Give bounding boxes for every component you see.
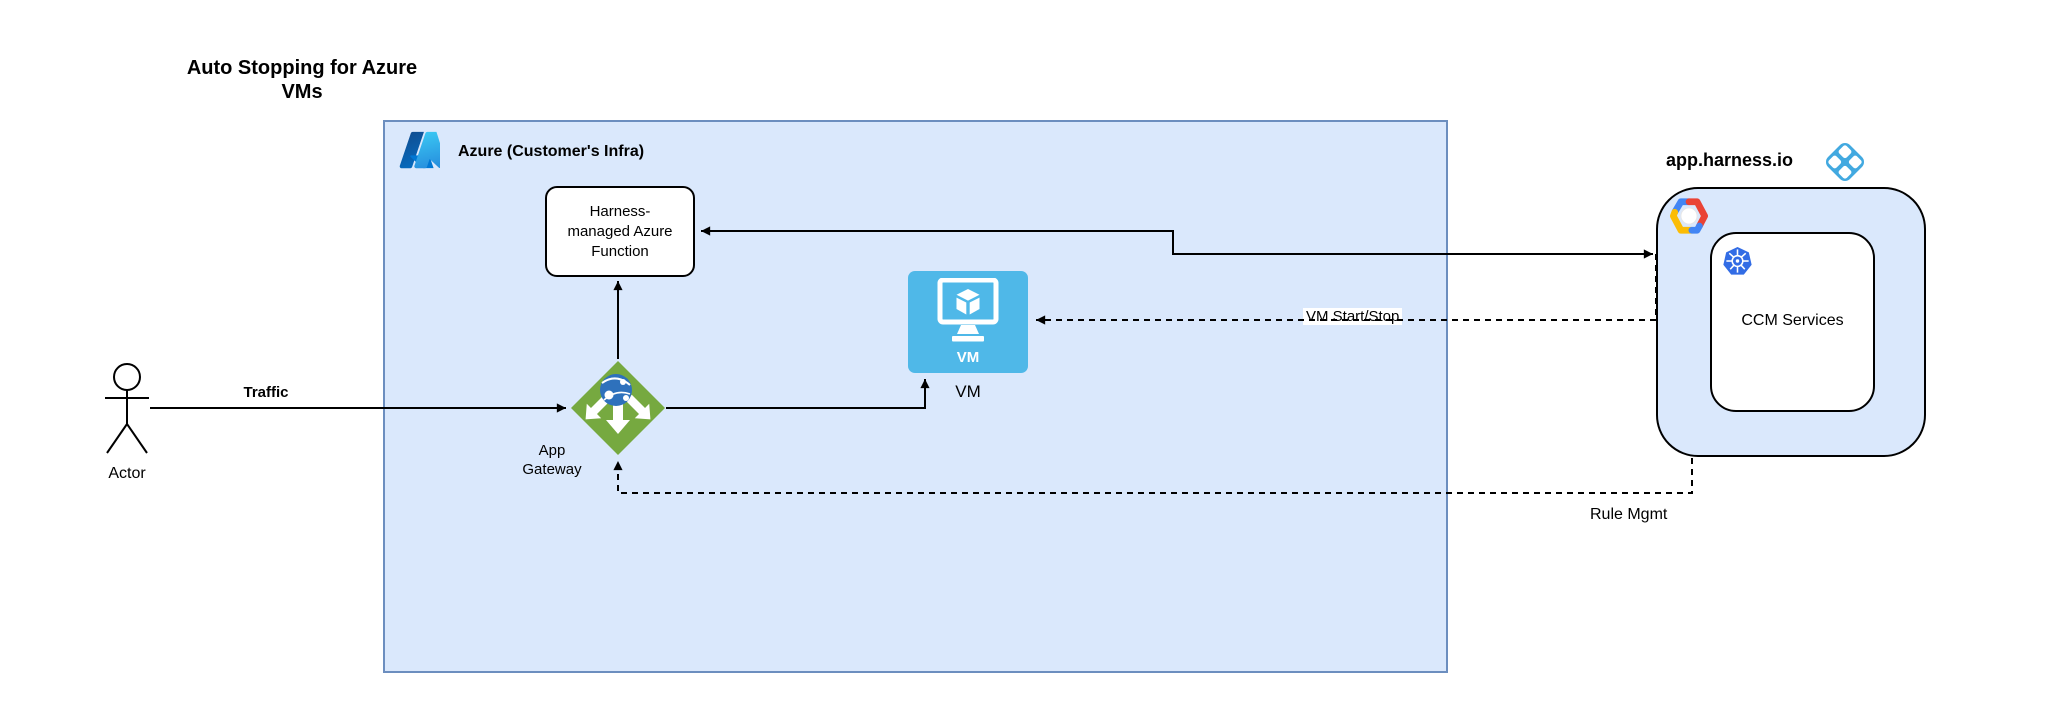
azure-function-node[interactable]: Harness-managed Azure Function [545, 186, 695, 277]
ccm-services-label: CCM Services [1741, 312, 1844, 329]
azure-function-label: Harness-managed Azure Function [567, 202, 673, 260]
app-gateway-icon [571, 361, 665, 455]
vm-start-stop-edge-label: VM Start/Stop [1303, 308, 1403, 325]
app-gateway-node[interactable] [570, 360, 666, 456]
vm-node-label: VM [955, 382, 981, 401]
vm-node[interactable]: VM [908, 271, 1028, 373]
actor-label: Actor [108, 465, 146, 482]
rule-mgmt-edge-label: Rule Mgmt [1590, 506, 1668, 523]
kubernetes-icon [1722, 246, 1753, 282]
page-title: Auto Stopping for Azure VMs [186, 57, 418, 103]
actor-node[interactable] [99, 358, 155, 463]
azure-logo-icon [398, 129, 448, 176]
gcp-logo-icon [1670, 198, 1708, 239]
harness-domain-label: app.harness.io [1666, 150, 1794, 170]
azure-group-box[interactable] [383, 120, 1448, 673]
vm-monitor-icon [937, 278, 999, 342]
traffic-edge-label: Traffic [243, 384, 289, 401]
actor-icon [105, 363, 149, 454]
vm-icon-text: VM [956, 349, 980, 366]
app-gateway-label: App Gateway [522, 442, 582, 478]
azure-group-header: Azure (Customer's Infra) [398, 131, 644, 173]
harness-logo-icon [1820, 137, 1870, 192]
azure-group-label: Azure (Customer's Infra) [458, 143, 645, 160]
